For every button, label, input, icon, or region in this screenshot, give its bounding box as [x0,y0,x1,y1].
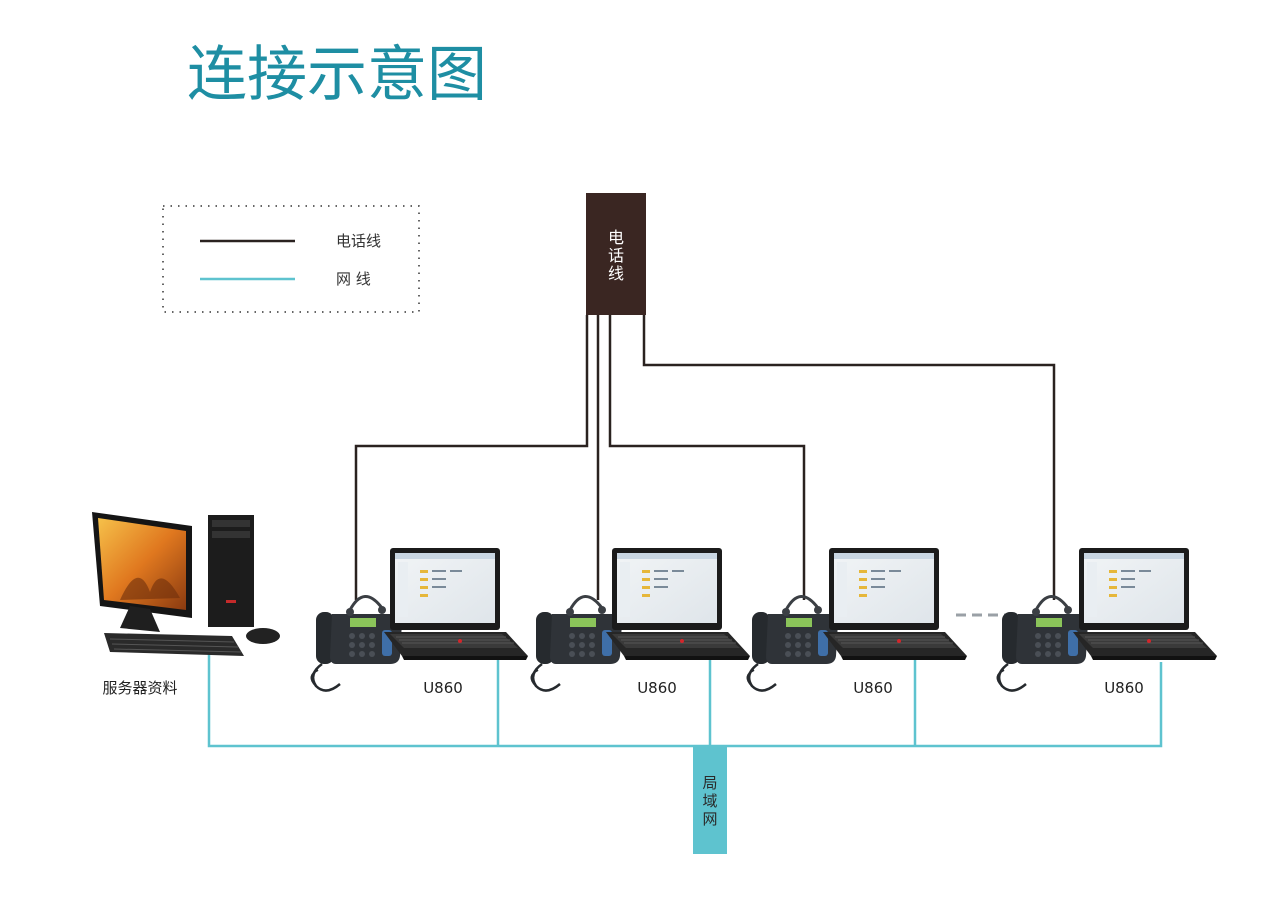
phone-box-char-2: 话 [608,246,624,265]
page-title: 连接示意图 [187,40,487,110]
server-label: 服务器资料 [102,679,177,697]
lan-box-char-1: 局 [702,774,717,792]
station-4-label: U860 [1104,679,1144,697]
phone-box-char-1: 电 [608,228,624,247]
phone-headset-icon [995,594,1090,693]
station-2 [529,547,751,693]
phone-line-1 [354,315,589,600]
server-computer-icon [92,512,280,656]
station-3-label: U860 [853,679,893,697]
station-4 [995,547,1218,693]
station-3 [745,547,968,693]
legend-network-line-label: 网 线 [336,270,371,288]
station-2-label: U860 [637,679,677,697]
phone-headset-icon [529,594,624,693]
phone-headset-icon [309,594,404,693]
station-1-label: U860 [423,679,463,697]
lan-box-char-2: 域 [702,792,717,810]
network-lines [207,648,1163,748]
station-1 [309,547,529,693]
lan-box: 局 域 网 [693,746,727,854]
legend: 电话线 网 线 [162,205,420,313]
laptop-icon [822,547,968,661]
laptop-icon [383,547,529,661]
network-trunk [207,648,1163,748]
phone-lines [354,315,1056,600]
laptop-icon [1072,547,1218,661]
lan-box-char-3: 网 [702,810,717,828]
phone-box-char-3: 线 [608,264,624,283]
legend-phone-line-label: 电话线 [336,232,381,250]
phone-headset-icon [745,594,840,693]
phone-line-3 [608,315,806,600]
phone-line-4 [642,315,1056,600]
phone-line-box: 电 话 线 [586,193,646,315]
laptop-icon [605,547,751,661]
